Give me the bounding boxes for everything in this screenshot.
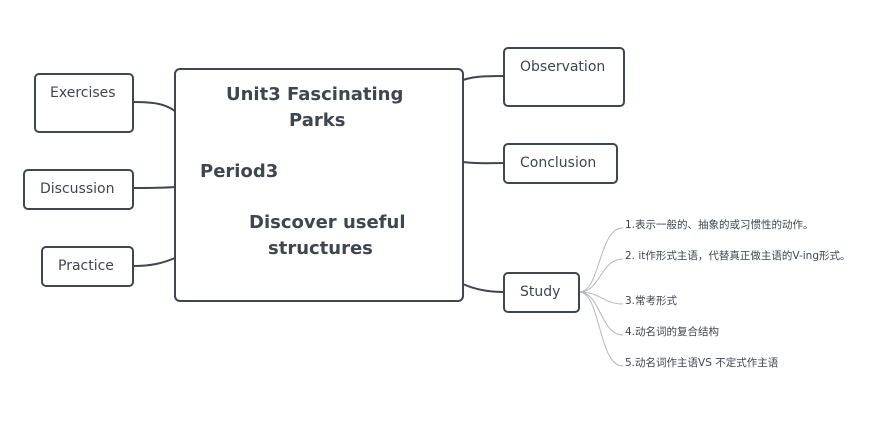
central-title-line-1: Unit3 Fascinating [226,84,404,105]
node-practice[interactable]: Practice [41,246,134,287]
central-topic[interactable]: Unit3 Fascinating Parks Period3 Discover… [174,68,464,302]
central-subtitle-line-1: Discover useful [249,212,406,233]
connector-observation [462,75,505,81]
branch-study-item-4 [578,291,624,336]
node-observation[interactable]: Observation [503,47,625,107]
connector-exercises [132,101,176,112]
central-period: Period3 [200,161,279,182]
node-conclusion[interactable]: Conclusion [503,143,618,184]
study-item-2[interactable]: 2. it作形式主语，代替真正做主语的V-ing形式。 [625,250,851,262]
connector-conclusion [462,161,505,165]
branch-study-item-2 [578,258,624,293]
node-exercises[interactable]: Exercises [34,73,134,133]
connector-discussion [132,186,176,189]
node-observation-label: Observation [520,59,606,75]
node-study-label: Study [520,284,561,300]
branch-study-item-5 [578,291,624,367]
central-subtitle-line-2: structures [268,238,373,259]
study-item-1[interactable]: 1.表示一般的、抽象的或习惯性的动作。 [625,219,814,231]
node-exercises-label: Exercises [50,85,116,101]
central-title-line-2: Parks [289,110,346,131]
node-practice-label: Practice [58,258,114,274]
branch-study-item-1 [578,227,624,293]
study-item-3[interactable]: 3.常考形式 [625,295,678,307]
study-item-4[interactable]: 4.动名词的复合结构 [625,326,720,338]
connector-practice [132,257,176,267]
node-conclusion-label: Conclusion [520,155,597,171]
connector-study [462,283,505,293]
node-discussion[interactable]: Discussion [23,169,134,210]
node-discussion-label: Discussion [40,181,115,197]
node-study[interactable]: Study [503,272,580,313]
study-item-5[interactable]: 5.动名词作主语VS 不定式作主语 [625,357,779,369]
